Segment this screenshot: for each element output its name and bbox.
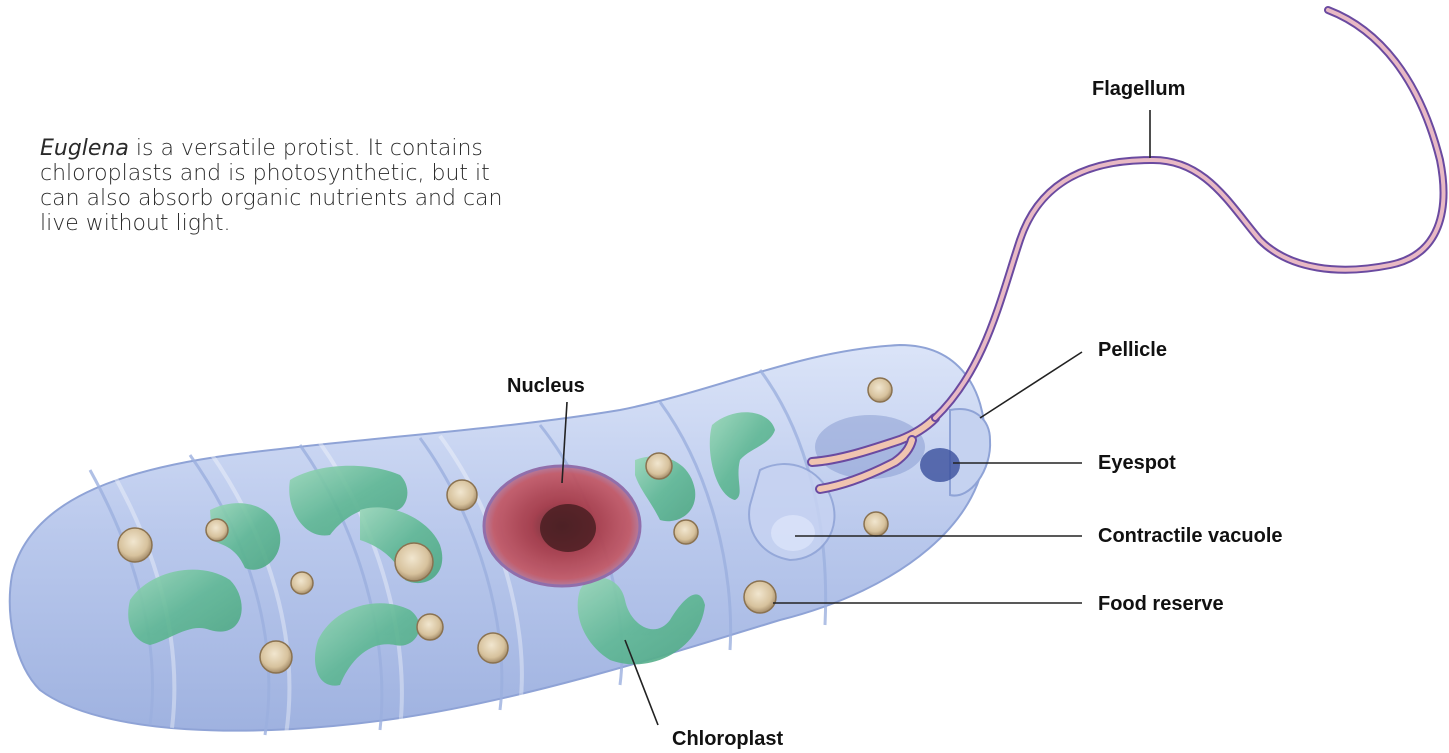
eyespot-label: Eyespot — [1098, 452, 1176, 474]
food-reserve-label: Food reserve — [1098, 593, 1224, 615]
food-reserve-granule — [864, 512, 888, 536]
eyespot — [920, 448, 960, 482]
food-reserve-granule — [674, 520, 698, 544]
food-reserve-granule — [868, 378, 892, 402]
food-reserve-granule — [646, 453, 672, 479]
food-reserve-granule — [291, 572, 313, 594]
food-reserve-granule — [395, 543, 433, 581]
food-reserve-granule — [478, 633, 508, 663]
anterior-lip — [950, 409, 990, 496]
nucleus — [484, 466, 640, 586]
food-reserve-granule — [260, 641, 292, 673]
food-reserve-granule — [118, 528, 152, 562]
food-reserve-granule — [206, 519, 228, 541]
food-reserve-granule — [744, 581, 776, 613]
food-reserve-granule — [447, 480, 477, 510]
chloroplast-label: Chloroplast — [672, 728, 783, 750]
contractile-vacuole-label: Contractile vacuole — [1098, 525, 1283, 547]
pellicle-label: Pellicle — [1098, 339, 1167, 361]
pellicle-leader — [980, 352, 1082, 418]
flagellum — [935, 10, 1443, 418]
food-reserve-granule — [417, 614, 443, 640]
flagellum-label: Flagellum — [1092, 78, 1185, 100]
nucleus-label: Nucleus — [507, 375, 585, 397]
